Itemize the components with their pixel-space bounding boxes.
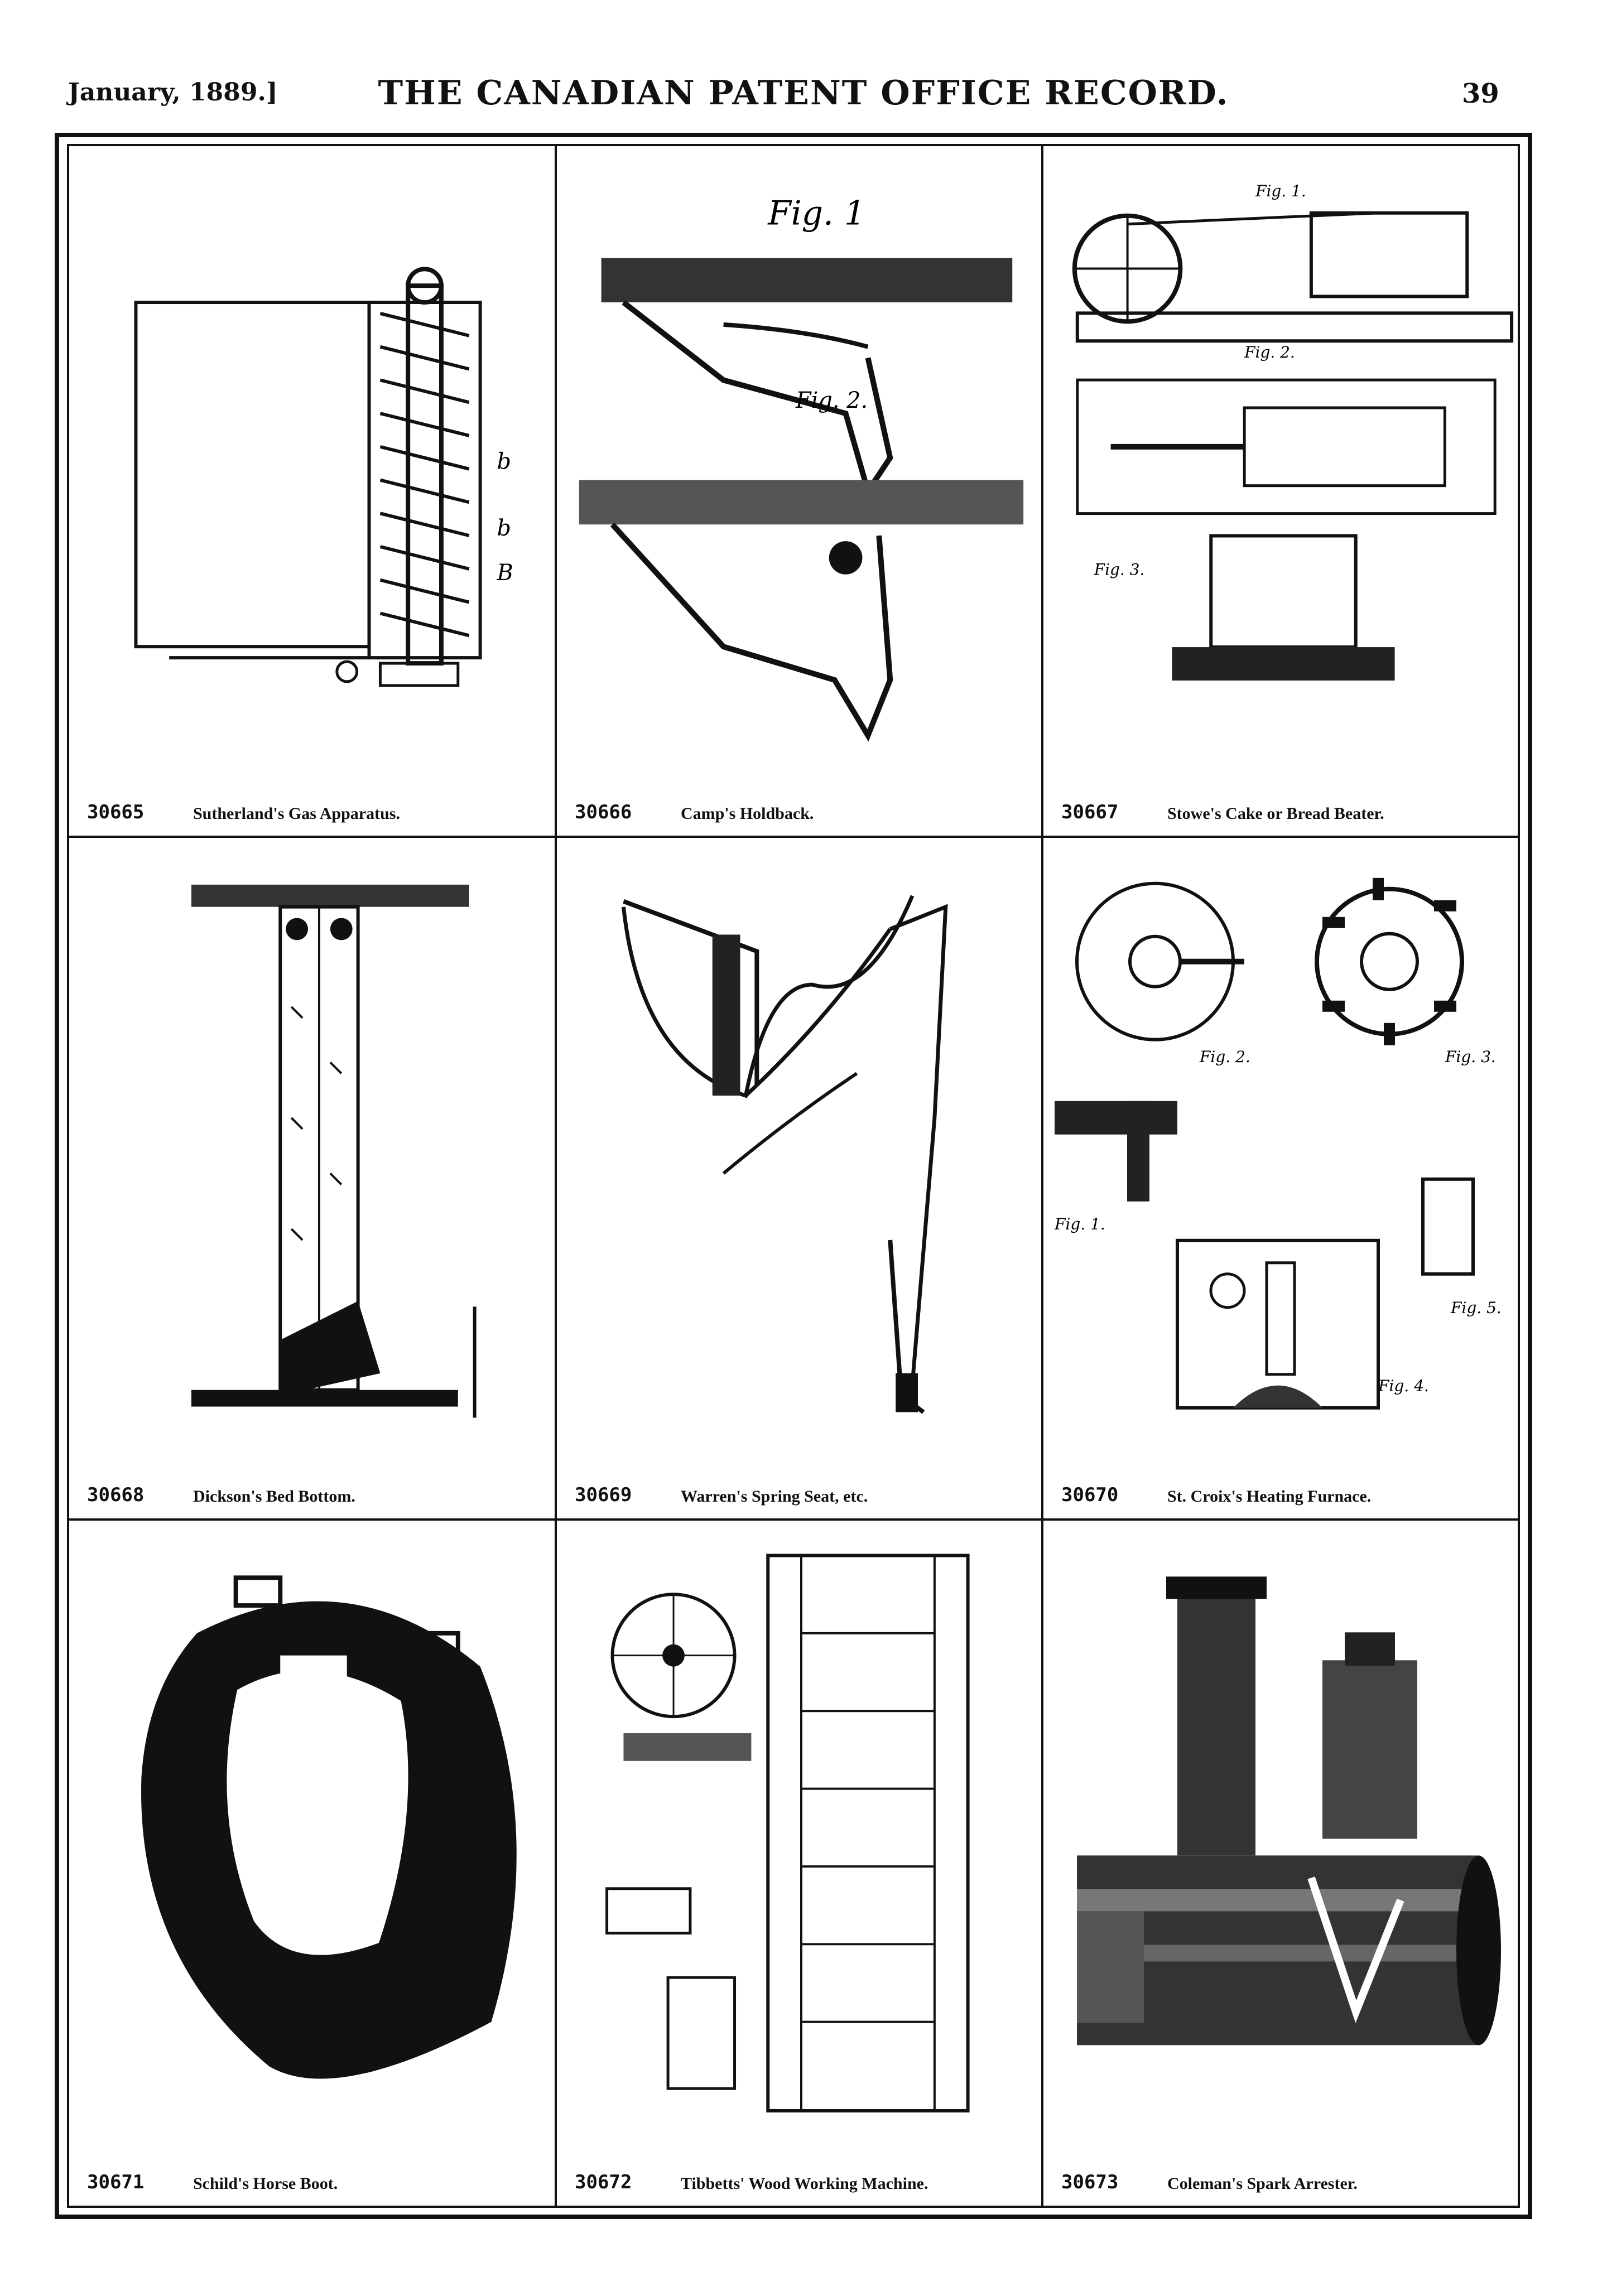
patent-number: 30668 xyxy=(87,1484,145,1506)
patent-number: 30673 xyxy=(1061,2171,1119,2193)
patent-number: 30669 xyxy=(575,1484,632,1506)
patent-title: Sutherland's Gas Apparatus. xyxy=(193,804,400,823)
fig-label: Fig. 2. xyxy=(795,388,868,413)
patent-caption: 30671 Schild's Horse Boot. xyxy=(81,2164,545,2193)
outer-frame xyxy=(55,133,1532,2219)
patent-number: 30665 xyxy=(87,801,145,823)
patent-cell: 30668 Dickson's Bed Bottom. xyxy=(69,838,557,1521)
patent-title: Camp's Holdback. xyxy=(681,804,814,823)
patent-cell: b b B 30665 Sutherland's Gas Apparatus. xyxy=(69,146,557,838)
svg-text:B: B xyxy=(496,560,513,586)
patent-caption: 30673 Coleman's Spark Arrester. xyxy=(1056,2164,1508,2193)
bed-bottom-drawing-icon xyxy=(69,838,555,1437)
fig-label: Fig. 5. xyxy=(1450,1299,1502,1317)
patent-cell: 30673 Coleman's Spark Arrester. xyxy=(1043,1521,1518,2206)
fig-label: Fig. 1. xyxy=(1054,1215,1105,1233)
beater-drawing-icon: Fig. 1. Fig. 2. Fig. 3. xyxy=(1043,146,1518,753)
patent-number: 30670 xyxy=(1061,1484,1119,1506)
furnace-drawing-icon: Fig. 2. Fig. 3. Fig. 1. Fig. 5. Fig. 4. xyxy=(1043,838,1518,1437)
patent-cell: Fig. 1 Fig. 2. 30666 Camp's Holdback. xyxy=(557,146,1043,838)
patent-caption: 30665 Sutherland's Gas Apparatus. xyxy=(81,794,545,823)
header-date: January, 1889.] xyxy=(68,78,278,107)
page-header: January, 1889.] THE CANADIAN PATENT OFFI… xyxy=(0,0,1607,128)
svg-text:b: b xyxy=(497,515,511,541)
holdback-drawing-icon: Fig. 1 Fig. 2. xyxy=(557,146,1041,753)
patent-caption: 30670 St. Croix's Heating Furnace. xyxy=(1056,1477,1508,1506)
patent-title: St. Croix's Heating Furnace. xyxy=(1167,1487,1372,1506)
fig-label: Fig. 1 xyxy=(767,195,865,233)
patent-number: 30666 xyxy=(575,801,632,823)
fig-label: Fig. 2. xyxy=(1199,1048,1250,1066)
patent-number: 30672 xyxy=(575,2171,632,2193)
svg-text:b: b xyxy=(497,449,511,475)
horse-boot-drawing-icon xyxy=(69,1521,555,2124)
patent-caption: 30672 Tibbetts' Wood Working Machine. xyxy=(569,2164,1031,2193)
header-title: THE CANADIAN PATENT OFFICE RECORD. xyxy=(378,74,1229,113)
patent-caption: 30667 Stowe's Cake or Bread Beater. xyxy=(1056,794,1508,823)
patent-caption: 30668 Dickson's Bed Bottom. xyxy=(81,1477,545,1506)
gas-apparatus-drawing-icon: b b B xyxy=(69,146,555,753)
patent-caption: 30666 Camp's Holdback. xyxy=(569,794,1031,823)
patent-title: Warren's Spring Seat, etc. xyxy=(681,1487,868,1506)
fig-label: Fig. 1. xyxy=(1255,182,1306,200)
patent-cell: 30669 Warren's Spring Seat, etc. xyxy=(557,838,1043,1521)
patent-cell: 30671 Schild's Horse Boot. xyxy=(69,1521,557,2206)
wood-machine-drawing-icon xyxy=(557,1521,1041,2124)
patent-number: 30667 xyxy=(1061,801,1119,823)
patent-grid: b b B 30665 Sutherland's Gas Apparatus. … xyxy=(69,146,1518,2206)
patent-title: Dickson's Bed Bottom. xyxy=(193,1487,355,1506)
fig-label: Fig. 3. xyxy=(1094,560,1145,578)
page-number: 39 xyxy=(1462,78,1499,109)
patent-cell: Fig. 2. Fig. 3. Fig. 1. Fig. 5. Fig. 4. … xyxy=(1043,838,1518,1521)
patent-title: Coleman's Spark Arrester. xyxy=(1167,2174,1358,2193)
inner-frame xyxy=(67,144,1520,2208)
patent-number: 30671 xyxy=(87,2171,145,2193)
patent-cell: Fig. 1. Fig. 2. Fig. 3. 30667 Stowe's Ca… xyxy=(1043,146,1518,838)
patent-caption: 30669 Warren's Spring Seat, etc. xyxy=(569,1477,1031,1506)
spring-seat-drawing-icon xyxy=(557,838,1041,1437)
patent-cell: 30672 Tibbetts' Wood Working Machine. xyxy=(557,1521,1043,2206)
fig-label: Fig. 2. xyxy=(1244,343,1295,361)
patent-title: Tibbetts' Wood Working Machine. xyxy=(681,2174,928,2193)
patent-title: Schild's Horse Boot. xyxy=(193,2174,338,2193)
fig-label: Fig. 4. xyxy=(1378,1377,1429,1395)
fig-label: Fig. 3. xyxy=(1445,1048,1496,1066)
spark-arrester-drawing-icon xyxy=(1043,1521,1518,2124)
patent-title: Stowe's Cake or Bread Beater. xyxy=(1167,804,1384,823)
